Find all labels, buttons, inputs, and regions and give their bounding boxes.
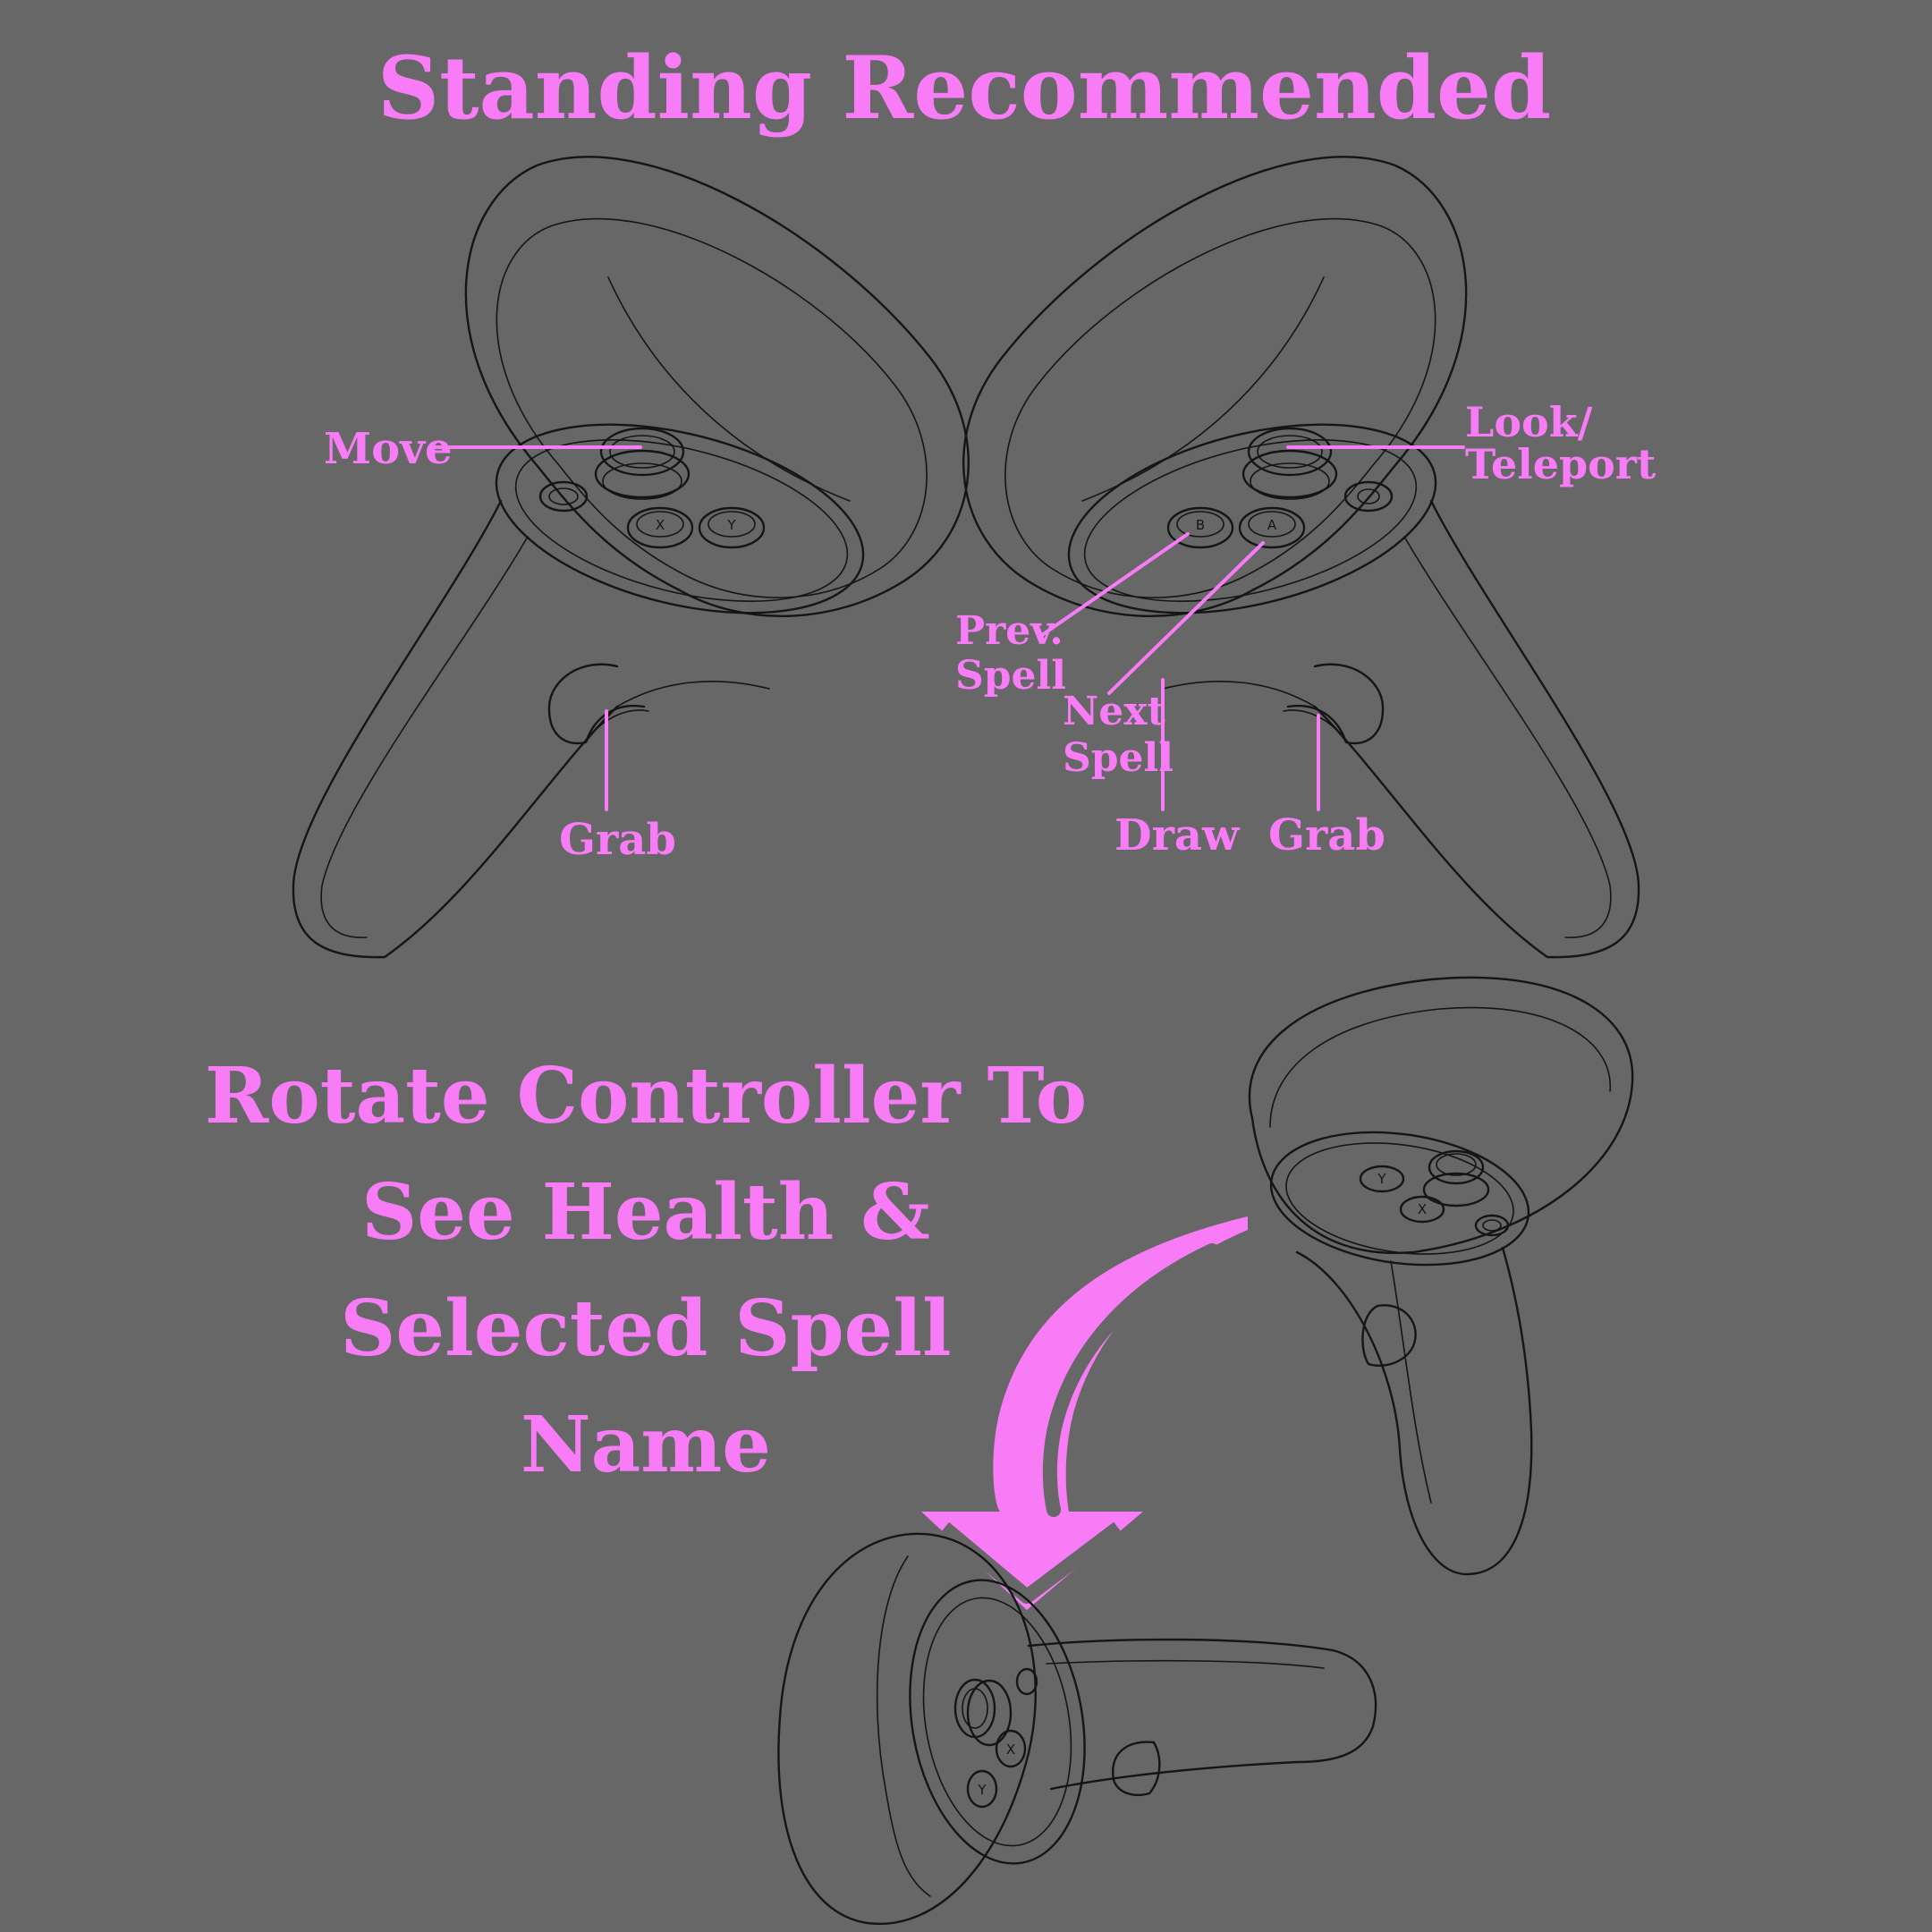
page-title: Standing Recommended <box>377 38 1551 139</box>
move-label: Move <box>324 424 453 474</box>
curved-arrow-down-icon <box>921 1216 1248 1610</box>
look-label-line1: Look/ <box>1465 398 1593 446</box>
next-spell-leader <box>1107 541 1265 695</box>
y-button-label: Y <box>726 517 736 533</box>
b-button-label: B <box>1196 517 1205 533</box>
leader-lines <box>433 445 1465 811</box>
draw-label: Draw <box>1114 810 1241 860</box>
next-spell-label-line2: Spell <box>1063 735 1174 781</box>
instruction-line-3: Selected Spell <box>340 1284 951 1374</box>
prev-spell-leader <box>1040 532 1190 637</box>
upright-vr-controller-icon: Y X <box>1248 976 1634 1576</box>
upright-y-button-label: Y <box>1377 1171 1386 1187</box>
instruction-line-4: Name <box>521 1400 771 1490</box>
left-vr-controller-icon: X Y <box>292 156 970 959</box>
rotate-instruction: Rotate Controller To See Health & Select… <box>205 1051 1087 1490</box>
a-button-label: A <box>1267 517 1277 533</box>
left-grab-label: Grab <box>559 815 676 865</box>
prev-spell-label-line2: Spell <box>955 653 1066 699</box>
right-grab-label: Grab <box>1268 810 1385 860</box>
instruction-line-2: See Health & <box>361 1167 930 1258</box>
look-label-line2: Teleport <box>1465 440 1657 488</box>
upright-x-button-label: X <box>1418 1201 1427 1217</box>
instruction-line-1: Rotate Controller To <box>205 1051 1087 1141</box>
x-button-label: X <box>656 517 665 533</box>
right-vr-controller-icon: B A <box>962 156 1640 959</box>
rotated-vr-controller-icon: X Y <box>777 1532 1377 1926</box>
rotated-y-button-label: Y <box>977 1782 987 1798</box>
rotated-x-button-label: X <box>1006 1741 1015 1758</box>
prev-spell-label-line1: Prev. <box>955 608 1063 654</box>
next-spell-label-line1: Next <box>1063 689 1165 734</box>
